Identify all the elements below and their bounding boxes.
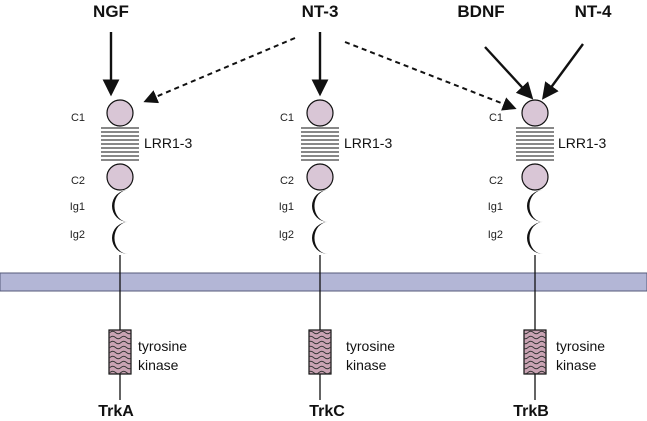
label-kinase-line1: tyrosine [346,338,395,354]
receptor-name: TrkB [513,403,549,420]
kinase-domain-pattern [524,330,546,374]
label-c1: C1 [280,112,294,124]
kinase-domain-pattern [109,330,131,374]
receptor-trkb: C1 LRR1-3 C2 Ig1 Ig2 tyrosine kinase Trk… [488,99,606,420]
ig-domain-1 [112,190,128,222]
label-ig2: Ig2 [279,229,294,241]
ligand-ngf: NGF [93,2,129,21]
label-ig1: Ig1 [70,201,85,213]
cell-membrane [0,272,647,292]
ig-domain-1 [527,190,543,222]
label-kinase-line1: tyrosine [138,338,187,354]
label-c2: C2 [280,175,294,187]
cysteine-cluster-c2 [106,163,134,191]
leucine-rich-repeats [301,127,339,161]
cysteine-cluster-c2 [521,163,549,191]
kinase-domain-pattern [309,330,331,374]
cysteine-cluster-c1 [106,99,134,127]
cysteine-cluster-c1 [521,99,549,127]
label-c1: C1 [71,112,85,124]
label-kinase-line1: tyrosine [556,338,605,354]
label-c1: C1 [489,112,503,124]
arrow-nt3-trkb-dashed [344,41,517,111]
receptor-trkc: C1 LRR1-3 C2 Ig1 Ig2 tyrosine kinase Trk… [279,99,395,420]
label-lrr: LRR1-3 [344,135,392,151]
ligand-bdnf: BDNF [457,2,504,21]
label-lrr: LRR1-3 [144,135,192,151]
receptor-trka: C1 LRR1-3 C2 Ig1 Ig2 tyrosine kinase Trk… [70,99,192,420]
ig-domain-2 [527,222,543,254]
label-c2: C2 [489,175,503,187]
ig-domain-2 [112,222,128,254]
arrow-bdnf-trkb [484,46,534,100]
label-ig1: Ig1 [488,201,503,213]
receptor-name: TrkC [309,403,345,420]
arrow-nt3-trka-dashed [143,37,296,104]
receptor-name: TrkA [98,403,134,420]
label-c2: C2 [71,175,85,187]
label-ig2: Ig2 [488,229,503,241]
label-ig2: Ig2 [70,229,85,241]
leucine-rich-repeats [101,127,139,161]
label-lrr: LRR1-3 [558,135,606,151]
cysteine-cluster-c2 [306,163,334,191]
arrow-nt4-trkb [542,43,584,100]
label-kinase-line2: kinase [138,357,179,373]
label-ig1: Ig1 [279,201,294,213]
label-kinase-line2: kinase [346,357,387,373]
ligand-nt4: NT-4 [575,2,612,21]
ig-domain-2 [312,222,328,254]
ligand-nt3: NT-3 [302,2,339,21]
cysteine-cluster-c1 [306,99,334,127]
label-kinase-line2: kinase [556,357,597,373]
ig-domain-1 [312,190,328,222]
leucine-rich-repeats [516,127,554,161]
